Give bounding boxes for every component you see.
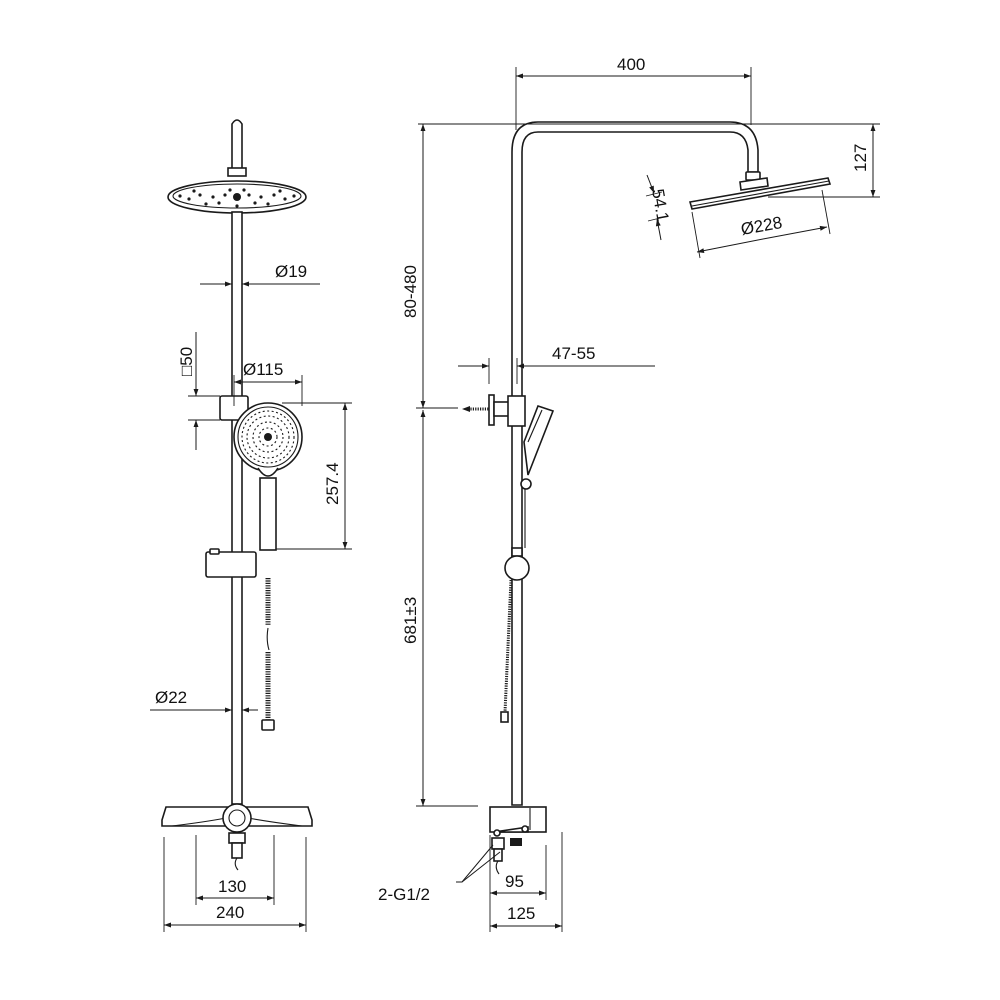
label-holder-square: □50 [177, 347, 196, 376]
hand-shower-side [520, 405, 555, 548]
slide-bar-slider [205, 548, 257, 578]
dim-holder-square: □50 [177, 332, 220, 450]
dim-height-adjust: 80-480 [401, 124, 426, 408]
shower-hose-side [500, 579, 513, 723]
overhead-shower-head [167, 180, 307, 214]
dim-head-thickness: 54.1 [645, 174, 673, 241]
slide-bar-slider-side [504, 547, 530, 581]
front-view: Ø19 □50 Ø115 257.4 [150, 119, 352, 932]
spray-nozzles [178, 188, 296, 208]
label-bracket-height: 681±3 [401, 597, 420, 644]
label-hand-shower-diameter: Ø115 [243, 360, 283, 379]
dim-hand-shower-diameter: Ø115 [233, 360, 303, 406]
riser-top [227, 119, 247, 177]
thermostatic-mixer-side [489, 806, 547, 875]
riser-pipe [231, 211, 243, 805]
label-inlet-thread: 2-G1/2 [378, 885, 430, 904]
label-mixer-width: 240 [216, 903, 244, 922]
wall-bracket [462, 394, 526, 427]
label-inlet-depth: 95 [505, 872, 524, 891]
dim-mixer-depth: 125 [489, 832, 563, 932]
dim-riser-diameter-top: Ø19 [200, 262, 320, 287]
dim-mixer-width: 240 [163, 837, 307, 932]
dim-wall-offset: 47-55 [458, 344, 655, 384]
label-wall-offset: 47-55 [552, 344, 595, 363]
label-mixer-depth: 125 [507, 904, 535, 923]
dim-riser-diameter-bottom: Ø22 [150, 688, 258, 713]
label-riser-diameter-top: Ø19 [275, 262, 307, 281]
thermostatic-mixer [161, 803, 313, 871]
hand-shower-head [233, 402, 303, 551]
label-riser-diameter-bottom: Ø22 [155, 688, 187, 707]
dim-inlet-spacing: 130 [195, 835, 275, 905]
leader-inlet-thread: 2-G1/2 [378, 844, 501, 904]
dim-hand-shower-length: 257.4 [276, 402, 352, 550]
dim-inlet-depth: 95 [490, 845, 547, 900]
dim-bracket-height: 681±3 [401, 410, 478, 807]
side-view: 400 127 54.1 Ø228 [378, 55, 880, 932]
label-head-drop: 127 [851, 144, 870, 172]
overhead-shower-head-side [688, 171, 832, 210]
label-arm-reach: 400 [617, 55, 645, 74]
shower-hose [261, 578, 275, 731]
label-hand-shower-length: 257.4 [323, 462, 342, 505]
label-inlet-spacing: 130 [218, 877, 246, 896]
riser-and-arm [511, 121, 759, 806]
dim-head-drop: 127 [418, 123, 880, 198]
label-head-diameter: Ø228 [739, 213, 783, 239]
label-head-thickness: 54.1 [648, 187, 672, 223]
dim-arm-reach: 400 [515, 55, 752, 130]
hand-shower-nozzles [241, 410, 295, 464]
label-height-adjust: 80-480 [401, 265, 420, 318]
